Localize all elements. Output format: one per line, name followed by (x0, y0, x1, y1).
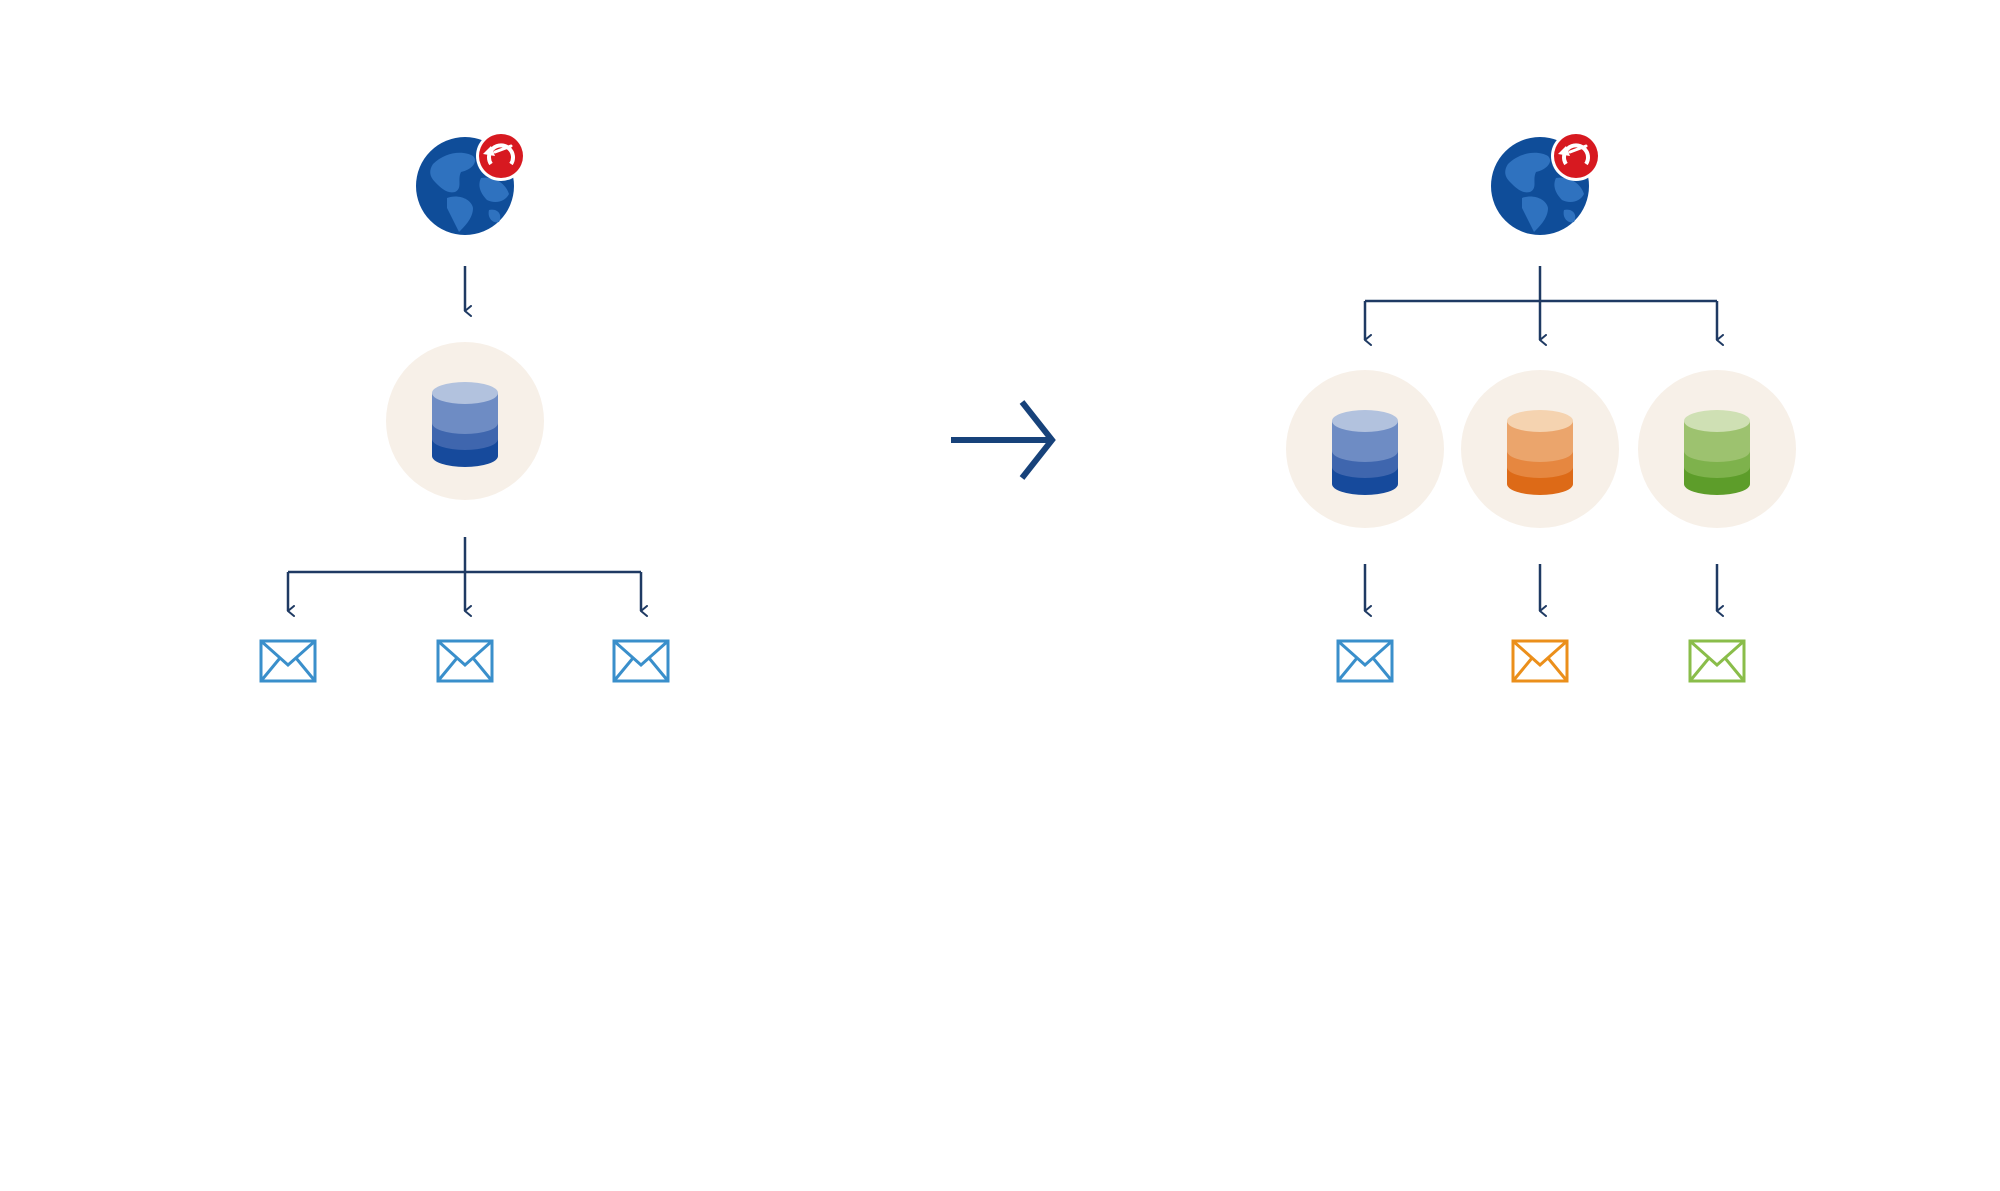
database-to-recipient-connectors (1363, 564, 1724, 617)
database-node-before (386, 342, 544, 500)
database-node-green (1638, 370, 1796, 528)
envelope-icon (1511, 639, 1569, 683)
recipients-before (259, 639, 670, 683)
envelope-icon (1336, 639, 1394, 683)
source-globe-before (416, 131, 526, 235)
database-icon (1332, 410, 1398, 495)
fanout-connector-before (286, 537, 648, 617)
envelope-icon (259, 639, 317, 683)
envelope-icon (612, 639, 670, 683)
database-node-blue (1286, 370, 1444, 528)
trend-micro-badge-icon (476, 131, 526, 181)
database-icon (432, 382, 498, 467)
database-icon (1507, 410, 1573, 495)
recipients-after (1336, 639, 1746, 683)
source-globe-after (1491, 131, 1601, 235)
database-node-orange (1461, 370, 1619, 528)
before-panel (259, 131, 670, 683)
fanout-connector-after (1363, 266, 1724, 346)
envelope-icon (1688, 639, 1746, 683)
envelope-icon (436, 639, 494, 683)
after-panel (1286, 131, 1796, 683)
database-icon (1684, 410, 1750, 495)
arrow-right-icon (951, 400, 1056, 480)
trend-micro-badge-icon (1551, 131, 1601, 181)
